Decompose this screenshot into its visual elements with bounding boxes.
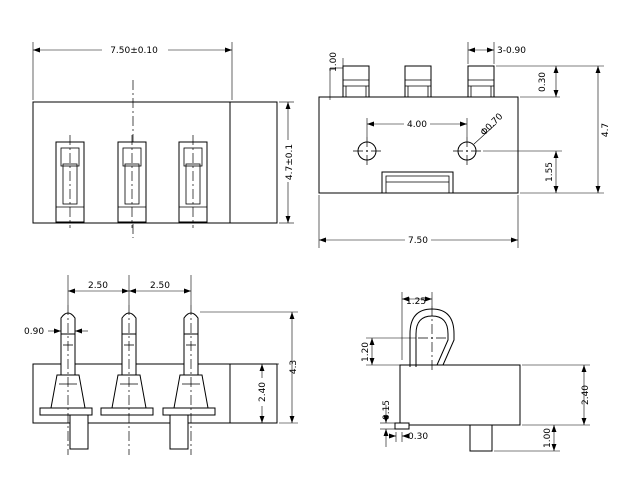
front-view-pin-width-label: 1.00 bbox=[329, 52, 339, 72]
side-view-body bbox=[399, 364, 521, 426]
bottom-view-pin bbox=[162, 305, 216, 455]
front-view-height-label: 4.7 bbox=[601, 123, 611, 137]
top-view-width-label: 7.50±0.10 bbox=[110, 46, 158, 56]
front-view-lower-height-label: 1.55 bbox=[545, 162, 555, 182]
bottom-view-body-height-label: 2.40 bbox=[258, 382, 268, 402]
front-view-pin bbox=[342, 65, 370, 98]
side-view-foot-height-label: 0.15 bbox=[382, 400, 392, 420]
bottom-view-total-height-label: 4.3 bbox=[289, 360, 299, 374]
top-view-height-label: 4.7±0.1 bbox=[285, 144, 295, 180]
front-view-top-gap-label: 0.30 bbox=[538, 72, 548, 92]
side-view: 1.25 1.20 0.15 0.30 2.40 1.00 bbox=[361, 292, 591, 452]
bottom-view-pin bbox=[39, 305, 93, 455]
bottom-view-pin bbox=[100, 305, 154, 455]
front-view-pin bbox=[467, 65, 495, 98]
bottom-view-pitch-right-label: 2.50 bbox=[150, 281, 170, 291]
top-view-pin bbox=[55, 135, 85, 228]
front-view-width-label: 7.50 bbox=[408, 236, 428, 246]
side-view-spring-height-label: 1.20 bbox=[361, 342, 371, 362]
side-view-body-height-label: 2.40 bbox=[581, 385, 591, 405]
bottom-view-tip-width-label: 0.90 bbox=[24, 327, 44, 337]
bottom-view-pitch-left-label: 2.50 bbox=[88, 281, 108, 291]
front-view: 1.00 3-0.90 0.30 4.7 1.55 4.00 Φ0.70 bbox=[318, 42, 611, 248]
side-view-foot bbox=[394, 422, 410, 430]
top-view-pin bbox=[117, 135, 147, 228]
top-view: 7.50±0.10 4.7±0.1 bbox=[32, 42, 295, 238]
front-view-pin bbox=[404, 65, 432, 98]
front-view-hole-spacing-label: 4.00 bbox=[407, 120, 427, 130]
top-view-pin bbox=[178, 135, 208, 228]
front-view-body bbox=[318, 96, 519, 194]
front-view-pin-spacing-label: 3-0.90 bbox=[497, 46, 526, 56]
bottom-view: 2.50 2.50 0.90 4.3 2.40 bbox=[24, 275, 299, 455]
side-view-pin-length-label: 1.00 bbox=[543, 428, 553, 448]
side-view-plunger bbox=[469, 424, 493, 452]
side-view-foot-width-label: 0.30 bbox=[408, 432, 428, 442]
side-view-spring-width-label: 1.25 bbox=[406, 297, 426, 307]
